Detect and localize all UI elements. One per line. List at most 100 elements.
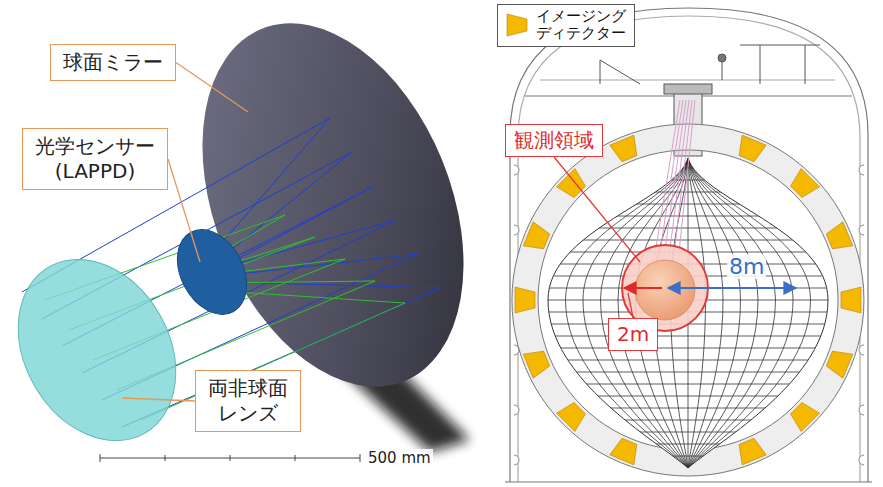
detector-housing (505, 8, 872, 482)
leader-line (168, 159, 200, 262)
detector-ring-part (512, 124, 864, 476)
spherical-mirror (152, 0, 513, 425)
wall-pmt (514, 405, 519, 415)
lappd-sensor (164, 218, 261, 327)
wall-pmt (514, 165, 519, 175)
parallel-line (540, 384, 836, 385)
parallel-line (540, 180, 836, 181)
callout-text: 観測領域 (514, 128, 594, 153)
imaging-detector (610, 436, 642, 464)
callout-text: 光学センサー (LAPPD) (35, 134, 155, 184)
parallel-line (540, 348, 836, 349)
parallel-line (540, 288, 836, 289)
parallel-line (540, 336, 836, 337)
parallel-line (540, 228, 836, 229)
legend-swatch (504, 12, 530, 38)
balloon-grid (540, 158, 836, 468)
wall-pmt (859, 345, 864, 355)
top-structure-part (664, 84, 712, 94)
imaging-detector (735, 436, 767, 464)
scale-bar-part (165, 455, 166, 461)
legend-entry: イメージング ディテクター (497, 4, 635, 47)
leader-line (554, 157, 640, 262)
meridian-line (688, 158, 811, 468)
top-structure-part (718, 54, 726, 62)
imaging-detector (787, 168, 820, 201)
parallel-line (540, 204, 836, 205)
wall-pmt (859, 225, 864, 235)
leader-line (122, 398, 195, 401)
detector-housing-part (505, 481, 872, 482)
lappd-sensor-part (164, 218, 261, 327)
wall-pmt (859, 405, 864, 415)
aspheric-lens-part (0, 231, 207, 469)
top-structure-part (722, 62, 723, 80)
balloon (548, 158, 828, 468)
imaging-detector (841, 287, 861, 313)
leader-line (628, 293, 633, 318)
parallel-line (540, 372, 836, 373)
dimension-arrows-part (668, 287, 796, 289)
spherical-mirror-part (152, 0, 513, 425)
detector-housing-part (540, 79, 835, 80)
callout-box: 光学センサー (LAPPD) (22, 128, 168, 190)
parallel-line (540, 396, 836, 397)
parallel-line (540, 360, 836, 361)
dimension-arrows-part (624, 287, 662, 289)
dimension-arrows (624, 287, 796, 289)
imaging-detector (735, 135, 767, 163)
imaging-detector (556, 168, 589, 201)
imaging-detector (523, 222, 551, 254)
wall-pmt (859, 455, 864, 465)
parallel-line (540, 408, 836, 409)
top-structure-part (740, 45, 820, 46)
imaging-detector (515, 287, 535, 313)
parallel-line (540, 192, 836, 193)
wall-pmt (514, 455, 519, 465)
callout-text: 両非球面 レンズ (208, 376, 288, 426)
observation-region-part (635, 260, 695, 320)
balloon-part (548, 158, 828, 468)
parallel-line (540, 240, 836, 241)
top-structure-part (600, 60, 601, 84)
imaging-detector (556, 399, 589, 432)
detector-housing-part (510, 8, 868, 482)
leader-lines (122, 63, 640, 402)
callout-box: 球面ミラー (50, 44, 176, 81)
callout-box: 観測領域 (505, 124, 603, 157)
calibration-line (677, 100, 695, 272)
callout-text: 球面ミラー (63, 50, 163, 75)
scale-bar (100, 454, 360, 462)
top-structure-part (760, 45, 761, 84)
callout-box: 両非球面 レンズ (195, 370, 301, 432)
callout-text: 2m (617, 322, 649, 347)
imaging-detector (787, 399, 820, 432)
parallel-line (540, 456, 836, 457)
wall-pmt (514, 225, 519, 235)
scale-bar-part (360, 454, 361, 462)
top-structure-part (805, 45, 806, 84)
meridian-line (688, 158, 793, 468)
imaging-detector (824, 222, 852, 254)
dimension-label: 8m (727, 254, 766, 279)
imaging-detector (610, 135, 642, 163)
detector-housing-part (518, 16, 860, 482)
scale-bar-part (295, 455, 296, 461)
top-structure-part (600, 60, 640, 84)
wall-pmt (859, 165, 864, 175)
detector-ring (512, 124, 864, 476)
parallel-line (540, 216, 836, 217)
parallel-line (540, 444, 836, 445)
legend-text: イメージング ディテクター (536, 8, 626, 43)
scale-label: 500 mm (366, 449, 433, 467)
parallel-line (540, 432, 836, 433)
imaging-detector (523, 347, 551, 379)
imaging-detector (824, 347, 852, 379)
detector-symbol (507, 14, 527, 36)
scale-bar-part (100, 454, 101, 462)
scale-bar-part (230, 455, 231, 461)
callout-box: 2m (608, 318, 658, 351)
parallel-line (540, 420, 836, 421)
aspheric-lens (0, 231, 207, 469)
